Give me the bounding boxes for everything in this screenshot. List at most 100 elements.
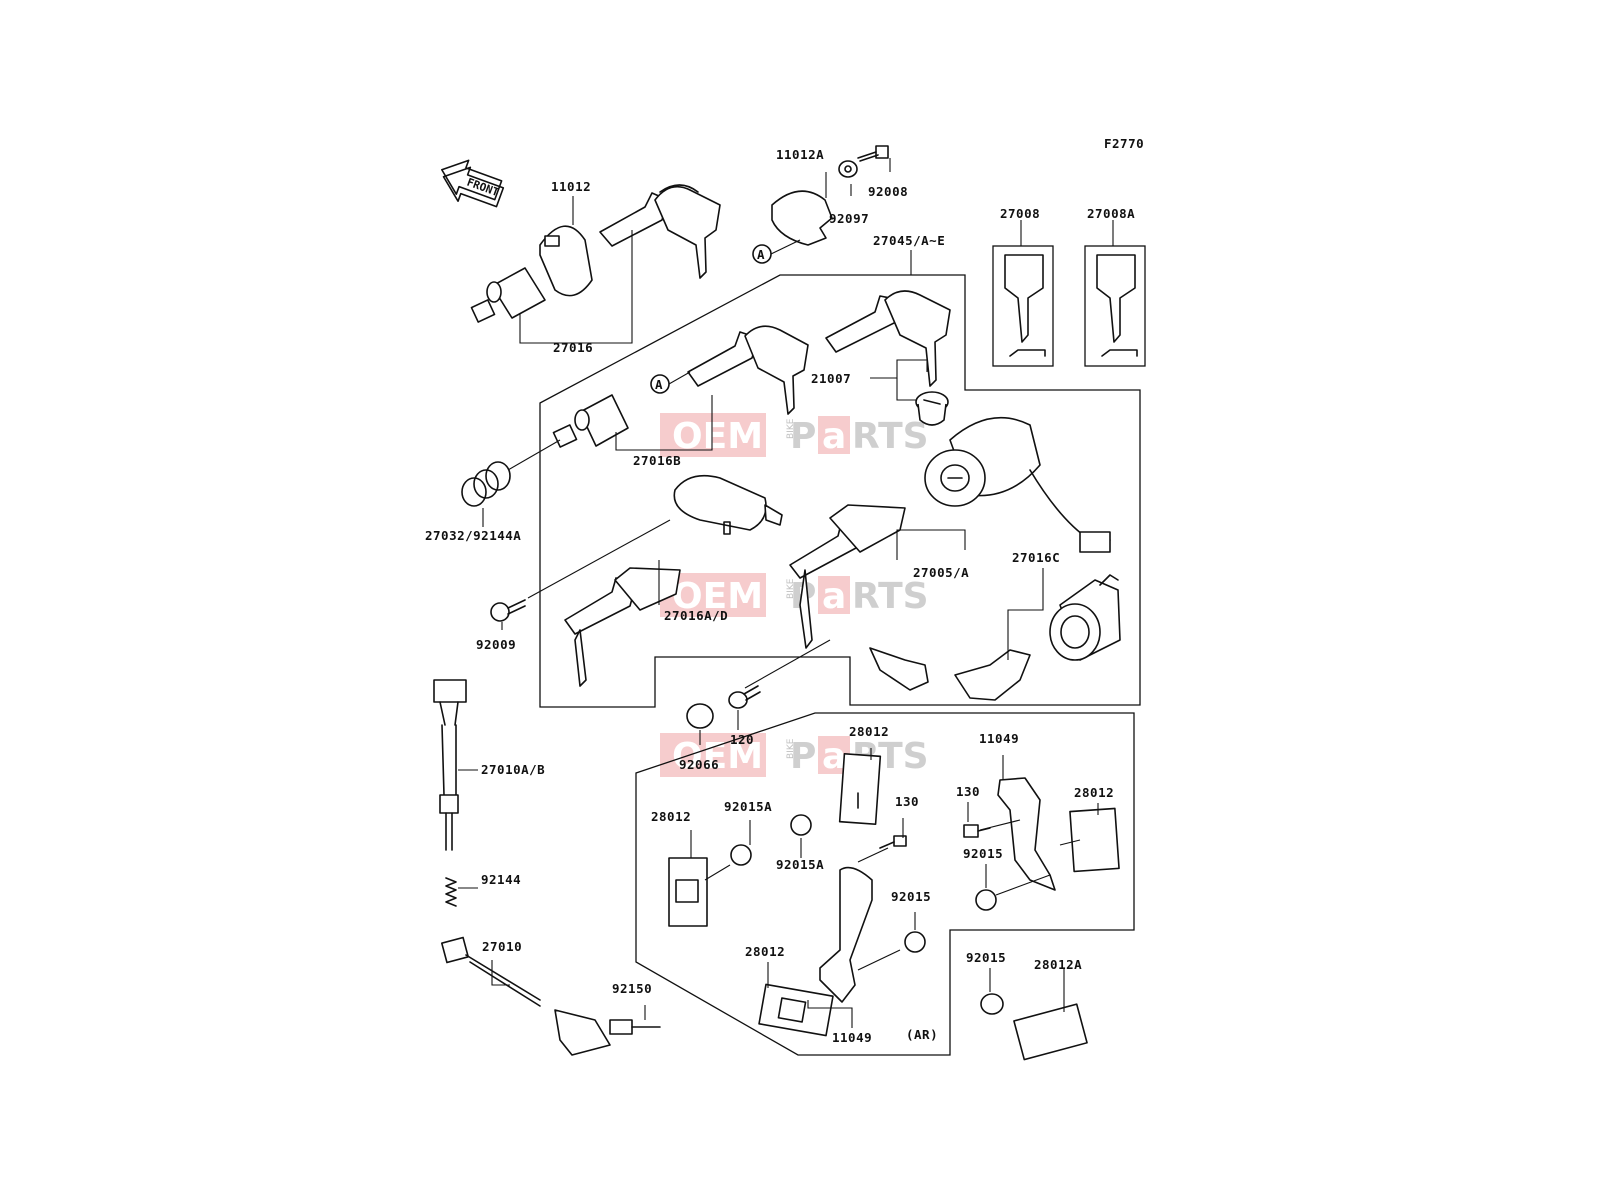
lock-plate-11012a bbox=[771, 190, 833, 246]
seat-lock-27016ad bbox=[673, 474, 783, 535]
label-27016b: 27016B bbox=[633, 453, 681, 468]
nut-92015-right bbox=[975, 889, 997, 911]
key-pair-27005 bbox=[789, 504, 906, 649]
callout-a-lower: A bbox=[650, 374, 670, 394]
label-92009: 92009 bbox=[476, 637, 516, 652]
label-27016ad: 27016A/D bbox=[664, 608, 728, 623]
front-arrow-icon: FRONT bbox=[441, 159, 505, 208]
svg-text:a: a bbox=[822, 416, 846, 457]
cap-92066 bbox=[686, 703, 714, 729]
key-blank-27008a bbox=[1096, 254, 1138, 357]
label-92015-low: 92015 bbox=[966, 950, 1006, 965]
label-27010ab: 27010A/B bbox=[481, 762, 545, 777]
screw-92009 bbox=[490, 599, 526, 622]
connector-27010ab bbox=[433, 679, 467, 851]
callout-a-upper: A bbox=[752, 244, 772, 264]
svg-text:BIKE: BIKE bbox=[786, 738, 796, 759]
label-92015-mid: 92015 bbox=[891, 889, 931, 904]
nut-92015-mid bbox=[904, 931, 926, 953]
label-130-mid: 130 bbox=[895, 794, 919, 809]
svg-text:BIKE: BIKE bbox=[786, 578, 796, 599]
svg-text:RTS: RTS bbox=[852, 576, 929, 617]
cap-21007 bbox=[915, 391, 949, 426]
leader-lines bbox=[458, 158, 1114, 1028]
bolt-130-mid bbox=[879, 835, 907, 849]
label-27008a: 27008A bbox=[1087, 206, 1135, 221]
label-92015a-1: 92015A bbox=[724, 799, 772, 814]
label-92066: 92066 bbox=[679, 757, 719, 772]
label-11012a: 11012A bbox=[776, 147, 824, 162]
svg-text:BIKE: BIKE bbox=[786, 418, 796, 439]
label-21007: 21007 bbox=[811, 371, 851, 386]
key-pair-27045 bbox=[825, 290, 951, 387]
reflector-28012-top bbox=[838, 753, 882, 825]
reflector-set-frame bbox=[635, 712, 1135, 1056]
label-11012: 11012 bbox=[551, 179, 591, 194]
label-92097: 92097 bbox=[829, 211, 869, 226]
svg-text:OEM: OEM bbox=[672, 416, 763, 457]
svg-text:A: A bbox=[655, 377, 663, 392]
screw-92008 bbox=[857, 145, 889, 162]
key-pair-top bbox=[599, 184, 721, 279]
label-92150: 92150 bbox=[612, 981, 652, 996]
reflector-28012-right bbox=[1069, 807, 1120, 873]
key-pair-27016b bbox=[687, 325, 809, 415]
label-92008: 92008 bbox=[868, 184, 908, 199]
nut-92015a-upper bbox=[790, 814, 812, 836]
label-92015a-2: 92015A bbox=[776, 857, 824, 872]
reflector-28012-left bbox=[668, 857, 708, 927]
key-blank-box-27008a bbox=[1084, 245, 1146, 367]
svg-text:P: P bbox=[790, 416, 816, 457]
bracket-11049-bottom bbox=[819, 866, 873, 1003]
reflector-28012a bbox=[1013, 1003, 1088, 1061]
spring-92144 bbox=[445, 877, 457, 907]
washer-92097 bbox=[838, 160, 858, 178]
bracket-11049-right bbox=[997, 777, 1056, 891]
label-11049-right: 11049 bbox=[979, 731, 1019, 746]
label-ar-note: (AR) bbox=[906, 1027, 938, 1042]
nut-92015-low bbox=[980, 993, 1004, 1015]
switch-27010 bbox=[440, 936, 661, 1056]
key-blank-box-27008 bbox=[992, 245, 1054, 367]
lock-plate-11012 bbox=[539, 225, 593, 297]
lock-cylinder-27016b bbox=[552, 394, 629, 448]
label-28012-right: 28012 bbox=[1074, 785, 1114, 800]
svg-text:a: a bbox=[822, 576, 846, 617]
key-pair-27016ad bbox=[564, 567, 681, 687]
lock-cylinder-27016 bbox=[470, 267, 546, 323]
watermark-1: OEM BIKE P a RTS bbox=[660, 413, 929, 457]
label-27045: 27045/A~E bbox=[873, 233, 945, 248]
figure-code: F2770 bbox=[1104, 136, 1144, 151]
ignition-set-frame bbox=[539, 274, 1141, 708]
label-28012a: 28012A bbox=[1034, 957, 1082, 972]
label-28012-bottom: 28012 bbox=[745, 944, 785, 959]
label-27032-92144a: 27032/92144A bbox=[425, 528, 521, 543]
label-92015-right: 92015 bbox=[963, 846, 1003, 861]
label-27005: 27005/A bbox=[913, 565, 969, 580]
label-27016c: 27016C bbox=[1012, 550, 1060, 565]
reflector-28012-bottom bbox=[758, 983, 834, 1037]
label-28012-top: 28012 bbox=[849, 724, 889, 739]
label-130-right: 130 bbox=[956, 784, 980, 799]
label-27016: 27016 bbox=[553, 340, 593, 355]
part-labels: 11012 11012A 92008 92097 27008 27008A 27… bbox=[425, 147, 1135, 1045]
svg-text:a: a bbox=[822, 736, 846, 777]
key-pair-27016c bbox=[869, 647, 1031, 701]
watermark-3: OEM BIKE P a RTS bbox=[660, 733, 929, 777]
watermark-2: OEM BIKE P a RTS bbox=[660, 573, 929, 617]
label-27010: 27010 bbox=[482, 939, 522, 954]
bolt-130-right bbox=[963, 824, 991, 838]
svg-text:RTS: RTS bbox=[852, 416, 929, 457]
svg-text:P: P bbox=[790, 736, 816, 777]
label-120: 120 bbox=[730, 732, 754, 747]
helmet-lock-27016c bbox=[1049, 574, 1121, 661]
svg-text:A: A bbox=[757, 247, 765, 262]
label-27008: 27008 bbox=[1000, 206, 1040, 221]
label-28012-left: 28012 bbox=[651, 809, 691, 824]
label-92144: 92144 bbox=[481, 872, 521, 887]
svg-text:OEM: OEM bbox=[672, 576, 763, 617]
spring-27032 bbox=[461, 461, 511, 507]
key-blank-27008 bbox=[1004, 254, 1046, 357]
label-11049-bottom: 11049 bbox=[832, 1030, 872, 1045]
